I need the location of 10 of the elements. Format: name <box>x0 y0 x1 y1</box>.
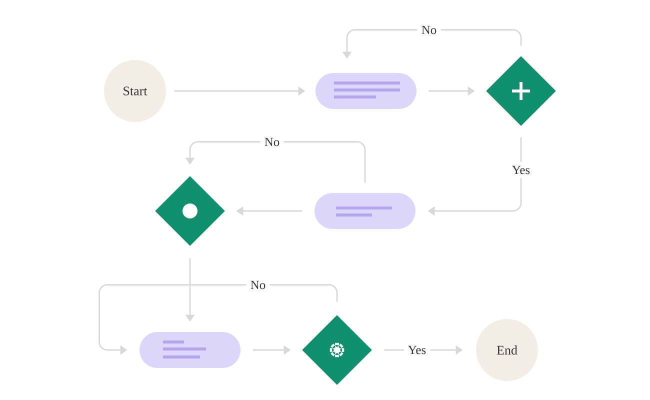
edge-label: No <box>417 22 441 38</box>
edge-label: Yes <box>508 162 534 178</box>
edge-label: No <box>246 276 270 294</box>
process-box <box>140 332 240 368</box>
decision-diamond <box>155 176 225 246</box>
edge-label: No <box>260 134 284 150</box>
edge-label: Yes <box>404 342 430 358</box>
process-box <box>314 193 416 229</box>
decision-diamond <box>486 56 556 126</box>
decision-diamond <box>302 315 372 385</box>
